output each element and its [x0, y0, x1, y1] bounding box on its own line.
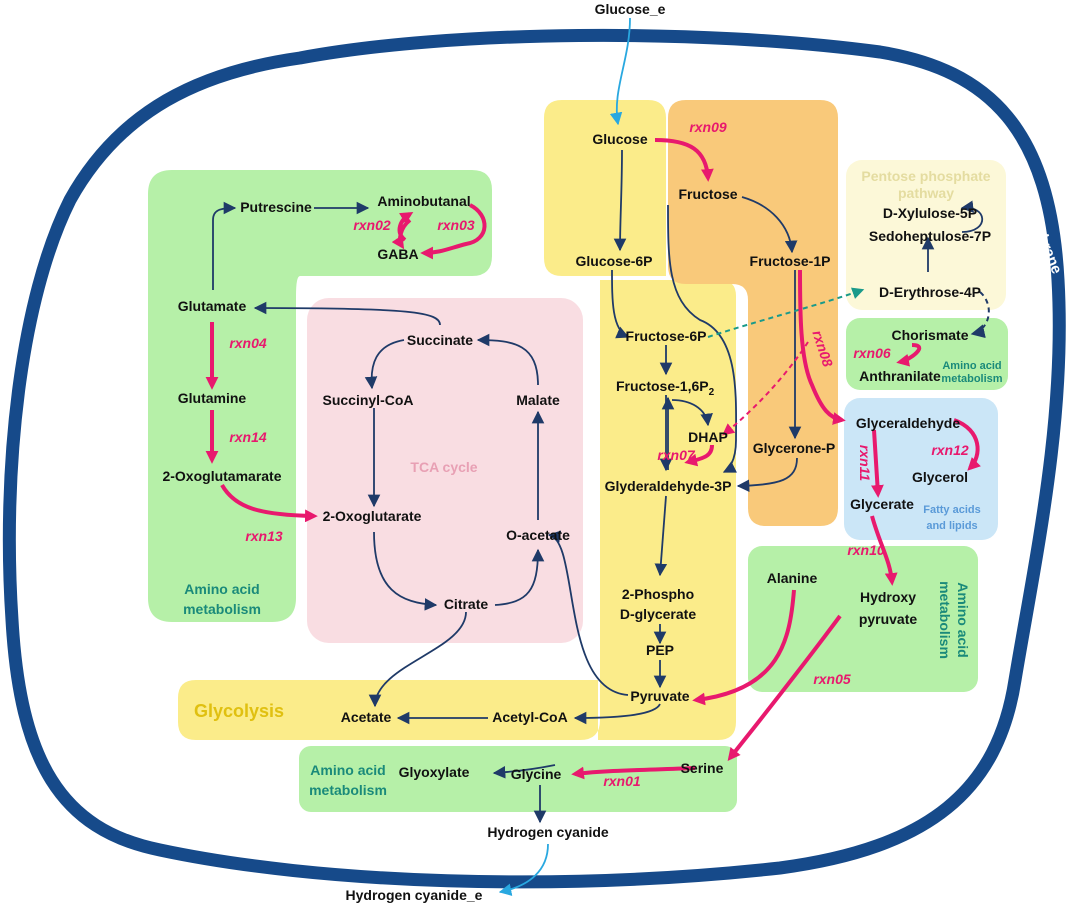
metabolite-chorismate: Chorismate	[891, 327, 968, 343]
metabolite-citrate: Citrate	[444, 596, 489, 612]
cell-membrane	[2, 28, 1066, 889]
metabolite-hydroxy: Hydroxy	[860, 589, 916, 605]
metabolite-glyceraldehyde-3p: Glyderaldehyde-3P	[605, 478, 732, 494]
region-amino-acid-chorismate	[846, 318, 1008, 390]
metabolite-fructose: Fructose	[678, 186, 737, 202]
metabolite-d-erythrose-4p: D-Erythrose-4P	[879, 284, 981, 300]
conversion-arrows	[212, 149, 984, 824]
reaction-arrows	[205, 138, 981, 780]
region-amino-acid-right	[748, 546, 978, 692]
reaction-label-rxn05: rxn05	[813, 671, 851, 687]
dashed-arrow-erythrose-chorismate	[970, 291, 990, 339]
region-label-amino-bottom-1: Amino acid	[310, 762, 385, 778]
region-pentose-phosphate	[846, 160, 1006, 310]
reaction-label-rxn09: rxn09	[689, 119, 727, 135]
reaction-label-rxn11: rxn11	[857, 445, 873, 482]
metabolite-serine: Serine	[681, 760, 724, 776]
region-label-glycolysis: Glycolysis	[194, 701, 284, 721]
reaction-label-rxn06: rxn06	[853, 345, 891, 361]
region-label-amino-left-1: Amino acid	[184, 581, 259, 597]
fructose-16p-subscript: 2	[709, 387, 715, 398]
metabolite-2-oxoglutamarate: 2-Oxoglutamarate	[162, 468, 281, 484]
metabolite-fructose-16p: Fructose-1,6P2	[616, 378, 715, 398]
metabolite-dhap: DHAP	[688, 429, 728, 445]
region-label-amino-left-2: metabolism	[183, 601, 261, 617]
reaction-label-rxn03: rxn03	[437, 217, 475, 233]
reaction-labels: rxn01 rxn02 rxn03 rxn04 rxn05 rxn06 rxn0…	[229, 119, 969, 789]
metabolite-glycerol: Glycerol	[912, 469, 968, 485]
metabolite-d-glycerate: D-glycerate	[620, 606, 696, 622]
metabolite-glutamine: Glutamine	[178, 390, 247, 406]
region-glycolysis	[178, 100, 736, 740]
exchange-arrow-glucose	[609, 17, 631, 126]
metabolite-succinate: Succinate	[407, 332, 473, 348]
metabolite-labels: Glucose_e Glucose Fructose Glucose-6P Fr…	[162, 1, 991, 903]
region-amino-acid-bottom	[299, 746, 737, 812]
region-fatty-acids	[844, 398, 998, 540]
metabolite-sedoheptulose-7p: Sedoheptulose-7P	[869, 228, 991, 244]
metabolite-glucose: Glucose	[592, 131, 647, 147]
region-label-fatty-2: and lipids	[926, 520, 977, 532]
dashed-arrow-fructose6p-erythrose	[707, 287, 865, 338]
metabolite-glucose-6p: Glucose-6P	[575, 253, 652, 269]
fructose-16p-text: Fructose-1,6P	[616, 378, 709, 394]
reaction-label-rxn02: rxn02	[353, 217, 391, 233]
reaction-label-rxn10: rxn10	[847, 542, 885, 558]
reaction-label-rxn04: rxn04	[229, 335, 267, 351]
metabolite-alanine: Alanine	[767, 570, 818, 586]
metabolite-glycerate: Glycerate	[850, 496, 914, 512]
metabolite-glyoxylate: Glyoxylate	[399, 764, 470, 780]
region-label-tca: TCA cycle	[410, 459, 477, 475]
metabolite-acetyl-coa: Acetyl-CoA	[492, 709, 567, 725]
region-label-fatty-1: Fatty acids	[923, 504, 980, 516]
reaction-label-rxn14: rxn14	[229, 429, 267, 445]
metabolite-anthranilate: Anthranilate	[859, 368, 941, 384]
metabolite-pep: PEP	[646, 642, 674, 658]
metabolite-o-acetate: O-acetate	[506, 527, 570, 543]
metabolite-hydrogen-cyanide-e: Hydrogen cyanide_e	[346, 887, 483, 903]
metabolite-d-xylulose-5p: D-Xylulose-5P	[883, 205, 977, 221]
region-label-ppp-2: pathway	[898, 185, 954, 201]
region-amino-acid-left	[148, 170, 492, 622]
metabolite-pyruvate-hydroxy: pyruvate	[859, 611, 918, 627]
metabolite-fructose-6p: Fructose-6P	[626, 328, 707, 344]
metabolite-gaba: GABA	[377, 246, 418, 262]
region-label-amino-right-1: Amino acid	[955, 582, 971, 657]
reaction-label-rxn01: rxn01	[603, 773, 641, 789]
metabolite-malate: Malate	[516, 392, 560, 408]
region-label-ppp-1: Pentose phosphate	[861, 168, 990, 184]
metabolite-2-phospho: 2-Phospho	[622, 586, 694, 602]
metabolite-glucose-e: Glucose_e	[595, 1, 666, 17]
region-label-amino-chorismate-1: Amino acid	[942, 360, 1001, 372]
region-label-amino-bottom-2: metabolism	[309, 782, 387, 798]
metabolite-glycine: Glycine	[511, 766, 562, 782]
metabolite-putrescine: Putrescine	[240, 199, 312, 215]
metabolite-pyruvate: Pyruvate	[630, 688, 689, 704]
metabolite-succinyl-coa: Succinyl-CoA	[322, 392, 413, 408]
metabolite-hydrogen-cyanide: Hydrogen cyanide	[487, 824, 609, 840]
metabolite-2-oxoglutarate: 2-Oxoglutarate	[323, 508, 422, 524]
reaction-label-rxn07: rxn07	[657, 447, 696, 463]
metabolite-glutamate: Glutamate	[178, 298, 247, 314]
reaction-label-rxn12: rxn12	[931, 442, 969, 458]
reaction-label-rxn13: rxn13	[245, 528, 283, 544]
metabolite-glycerone-p: Glycerone-P	[753, 440, 835, 456]
exchange-arrow-hydrogen-cyanide	[498, 843, 549, 896]
metabolite-acetate: Acetate	[341, 709, 392, 725]
region-label-amino-right-2: metabolism	[937, 581, 953, 659]
metabolite-aminobutanal: Aminobutanal	[377, 193, 470, 209]
metabolite-fructose-1p: Fructose-1P	[750, 253, 831, 269]
metabolite-glyceraldehyde: Glyceraldehyde	[856, 415, 960, 431]
region-label-amino-chorismate-2: metabolism	[941, 373, 1002, 385]
